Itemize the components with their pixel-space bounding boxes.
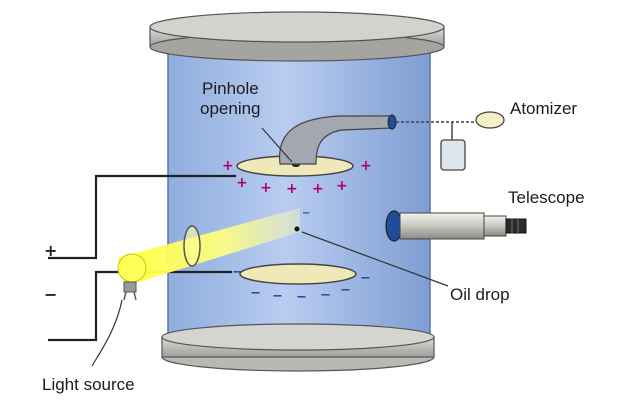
telescope-label: Telescope (508, 188, 585, 207)
minus-sign: − (320, 288, 331, 303)
atomizer-nozzle (278, 114, 397, 165)
light-beam-ray (118, 208, 300, 286)
telescope-icon (385, 210, 527, 242)
chamber (161, 34, 435, 372)
atomizer-assembly (396, 111, 505, 171)
top-lid (149, 11, 445, 62)
upper-wire (48, 174, 236, 260)
upper-plate-charges: + + + + + + + (222, 158, 372, 197)
light-source-label: Light source (42, 375, 135, 394)
terminal-plus-sign: + (44, 241, 57, 260)
minus-sign: − (272, 289, 283, 304)
minus-sign: − (340, 283, 351, 298)
minus-sign: − (250, 286, 261, 301)
plus-sign: + (236, 175, 248, 191)
bottom-base-top (161, 323, 435, 351)
lower-plate (239, 263, 357, 285)
oil-drop-callout (301, 231, 449, 287)
oil-drop-charge: − (302, 208, 310, 219)
minus-sign: − (232, 265, 243, 280)
light-bulb-icon (117, 253, 147, 301)
minus-sign: − (360, 271, 371, 286)
plus-sign: + (336, 178, 348, 194)
lower-plate-charges: − − − − − − − (232, 265, 371, 305)
atomizer-bulb-icon (475, 111, 505, 129)
terminal-minus-sign: − (44, 285, 57, 304)
plus-sign: + (286, 181, 298, 197)
oil-drop-label: Oil drop (450, 285, 510, 304)
oil-drop: − (294, 208, 310, 232)
lens-icon (183, 225, 201, 267)
plus-sign: + (360, 158, 372, 174)
pinhole-callout (261, 127, 293, 163)
pinhole-label-line2: opening (200, 99, 261, 118)
plus-sign: + (312, 181, 324, 197)
pinhole-label-line1: Pinhole (202, 79, 259, 98)
plus-sign: + (222, 158, 234, 174)
minus-sign: − (296, 290, 307, 305)
light-beam (118, 208, 300, 286)
atomizer-bottle-icon (440, 139, 466, 171)
light-source-callout (91, 299, 123, 367)
atomizer-label: Atomizer (510, 99, 577, 118)
callout-lines (91, 127, 449, 367)
plus-sign: + (260, 180, 272, 196)
chamber-body (167, 34, 431, 361)
